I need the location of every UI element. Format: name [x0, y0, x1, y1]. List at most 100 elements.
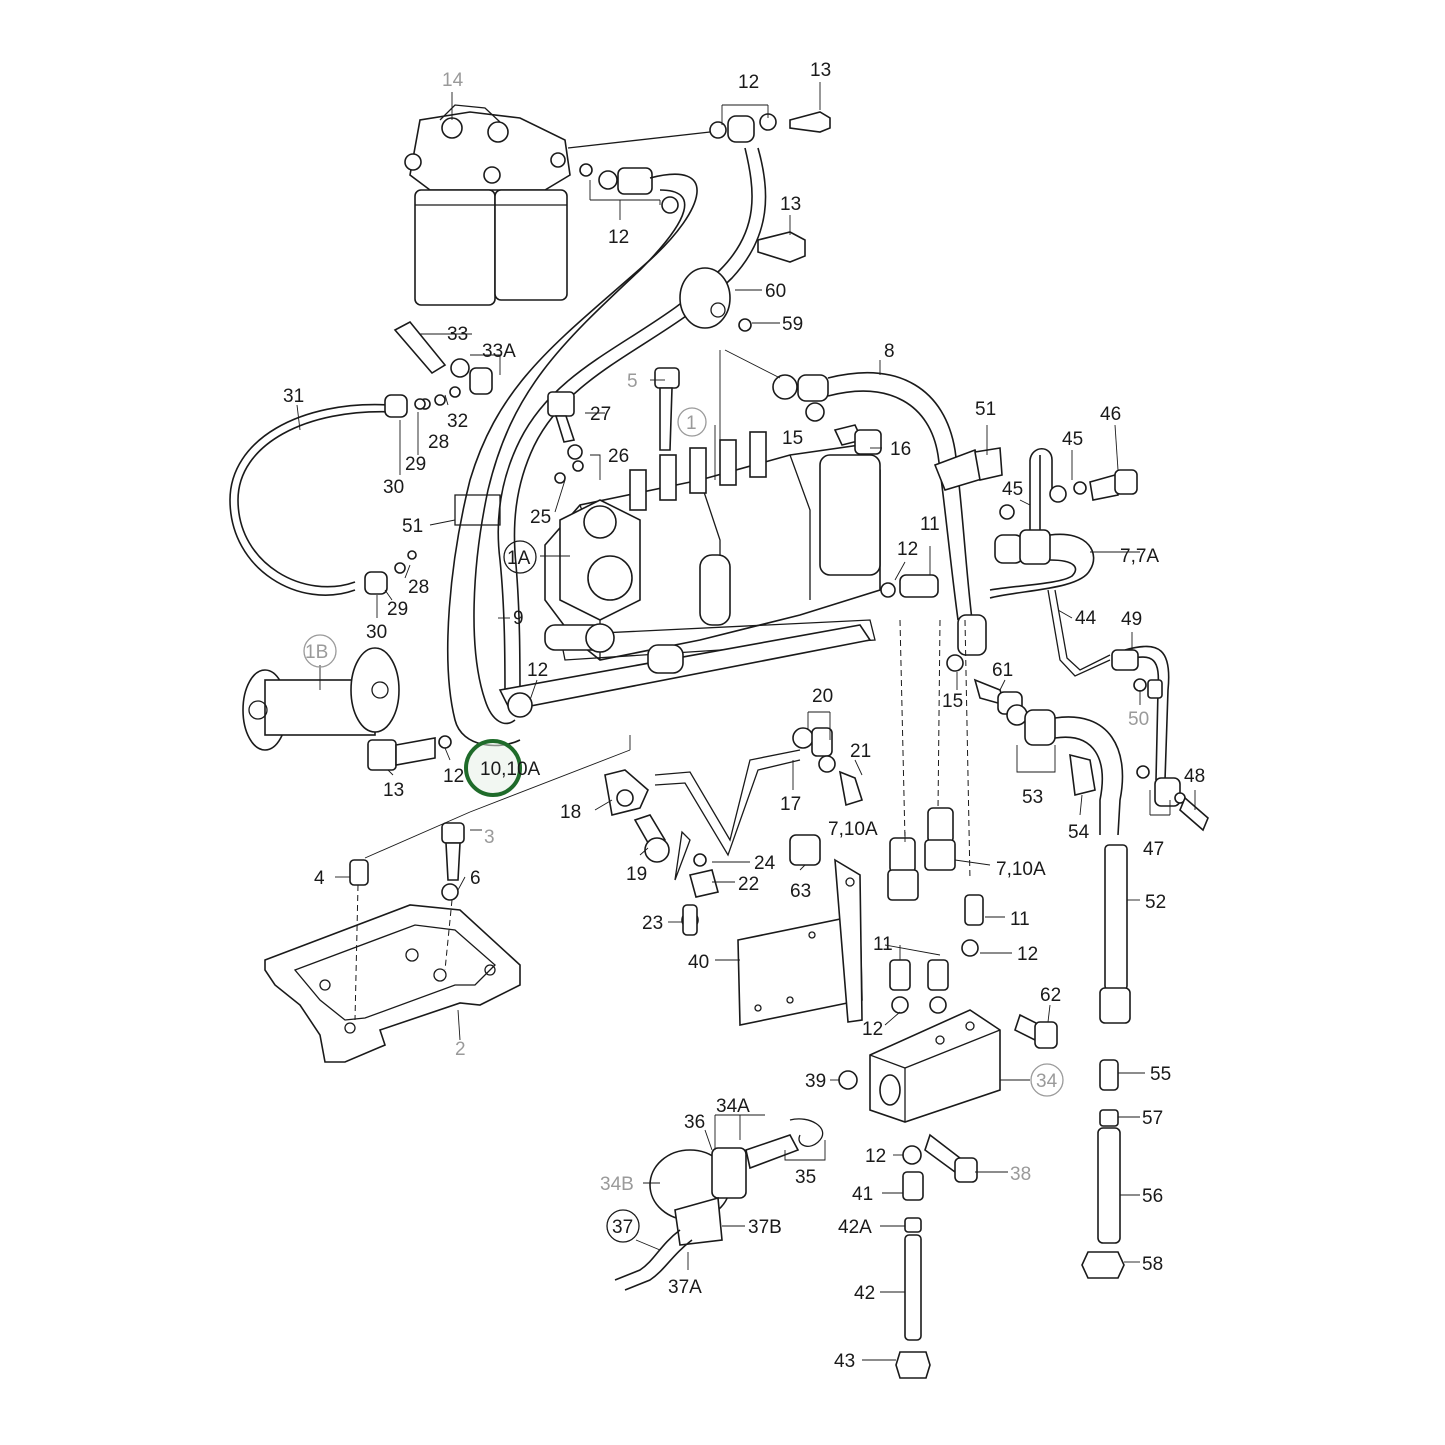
callout-23: 23 — [642, 913, 663, 934]
callout-12: 12 — [897, 539, 918, 560]
callout-39: 39 — [805, 1071, 826, 1092]
callout-1-ring: 1 — [677, 407, 707, 437]
callout-59: 59 — [782, 314, 803, 335]
callout-13: 13 — [810, 60, 831, 81]
callout-1A: 1A — [507, 548, 531, 569]
bolt-62 — [1014, 1013, 1058, 1049]
banjo-bolt-33 — [393, 320, 493, 410]
callout-44: 44 — [1075, 608, 1097, 629]
callout-30: 30 — [383, 477, 404, 498]
pipe-44 — [1047, 589, 1209, 832]
bolt-13-lower — [367, 735, 452, 771]
callout-7-7A: 7,7A — [1120, 546, 1159, 567]
bolt-27 — [547, 391, 584, 484]
callout-63: 63 — [790, 881, 811, 902]
callout-33A: 33A — [482, 341, 516, 362]
mounting-plate-2 — [264, 822, 521, 1063]
callout-29: 29 — [387, 599, 408, 620]
callout-61: 61 — [992, 660, 1013, 681]
callout-45: 45 — [1002, 479, 1023, 500]
callout-12: 12 — [1017, 944, 1038, 965]
callout-51: 51 — [402, 516, 423, 537]
callout-30: 30 — [366, 622, 387, 643]
callout-15: 15 — [942, 691, 963, 712]
callout-53: 53 — [1022, 787, 1043, 808]
sensor-61 — [946, 654, 1023, 715]
callout-41: 41 — [852, 1184, 873, 1205]
callout-24: 24 — [754, 853, 776, 874]
callout-33: 33 — [447, 324, 468, 345]
callout-42: 42 — [854, 1283, 875, 1304]
connectors-7-10A — [887, 807, 984, 1014]
callout-10-10A[interactable]: 10,10A — [480, 759, 541, 780]
callout-48: 48 — [1184, 766, 1205, 787]
bolt-16 — [833, 424, 882, 455]
dashed-guide-lines — [899, 619, 971, 881]
sender-60 — [679, 267, 752, 332]
callout-22: 22 — [738, 874, 759, 895]
fuel-filter-assembly — [404, 104, 571, 306]
callout-21: 21 — [850, 741, 871, 762]
callout-37B: 37B — [748, 1217, 782, 1238]
callout-14: 14 — [442, 70, 464, 91]
callout-47: 47 — [1143, 839, 1164, 860]
bolt-5 — [654, 367, 680, 451]
callout-31: 31 — [283, 386, 304, 407]
callout-40: 40 — [688, 952, 709, 973]
callout-17: 17 — [780, 794, 801, 815]
callout-12: 12 — [608, 227, 629, 248]
callout-43: 43 — [834, 1351, 855, 1372]
callout-12: 12 — [527, 660, 548, 681]
pump-drive-rail — [498, 623, 872, 718]
callout-12: 12 — [865, 1146, 886, 1167]
right-pipe-column-52 — [1081, 844, 1131, 1279]
injection-pump — [544, 431, 881, 661]
banjo-fittings-top — [579, 111, 831, 263]
callout-34B: 34B — [600, 1174, 634, 1195]
callout-27: 27 — [590, 404, 611, 425]
callout-29: 29 — [405, 454, 426, 475]
fuel-hoses — [447, 131, 767, 747]
callout-62: 62 — [1040, 985, 1061, 1006]
fitting-11-upper — [880, 574, 939, 598]
callout-3: 3 — [484, 827, 495, 848]
fitting-7-7A — [989, 529, 1095, 599]
callout-8: 8 — [884, 341, 895, 362]
callout-36: 36 — [684, 1112, 705, 1133]
callout-18: 18 — [560, 802, 581, 823]
callout-2: 2 — [455, 1039, 466, 1060]
callout-58: 58 — [1142, 1254, 1163, 1275]
callout-28: 28 — [408, 577, 429, 598]
callout-37-ring: 37 — [606, 1209, 640, 1243]
leader-lines — [296, 82, 1196, 1361]
callout-11: 11 — [920, 514, 940, 535]
callout-26: 26 — [608, 446, 629, 467]
callout-16: 16 — [890, 439, 911, 460]
callout-35: 35 — [795, 1167, 816, 1188]
callout-52: 52 — [1145, 892, 1166, 913]
callout-1: 1 — [686, 413, 697, 434]
callout-34: 34 — [1036, 1071, 1058, 1092]
bolt-46 — [999, 447, 1138, 540]
callout-1B-ring: 1B — [303, 634, 337, 668]
drive-coupling — [242, 647, 400, 751]
callout-6: 6 — [470, 868, 481, 889]
callout-25: 25 — [530, 507, 551, 528]
callout-46: 46 — [1100, 404, 1121, 425]
pipe-17 — [604, 727, 864, 936]
callout-60: 60 — [765, 281, 786, 302]
callout-54: 54 — [1068, 822, 1090, 843]
callout-34-ring: 34 — [1030, 1063, 1064, 1097]
callout-12: 12 — [862, 1019, 883, 1040]
callout-12: 12 — [738, 72, 759, 93]
highlight-callout-10-10A[interactable] — [464, 739, 522, 797]
lower-pipe-column-42 — [895, 1145, 931, 1379]
callout-56: 56 — [1142, 1186, 1163, 1207]
callout-13: 13 — [383, 780, 404, 801]
callout-9: 9 — [513, 608, 524, 629]
callout-1B: 1B — [305, 642, 328, 663]
callout-11: 11 — [1010, 909, 1030, 930]
callout-12: 12 — [443, 766, 464, 787]
callout-5: 5 — [627, 371, 638, 392]
highlight-ring[interactable] — [464, 739, 522, 797]
